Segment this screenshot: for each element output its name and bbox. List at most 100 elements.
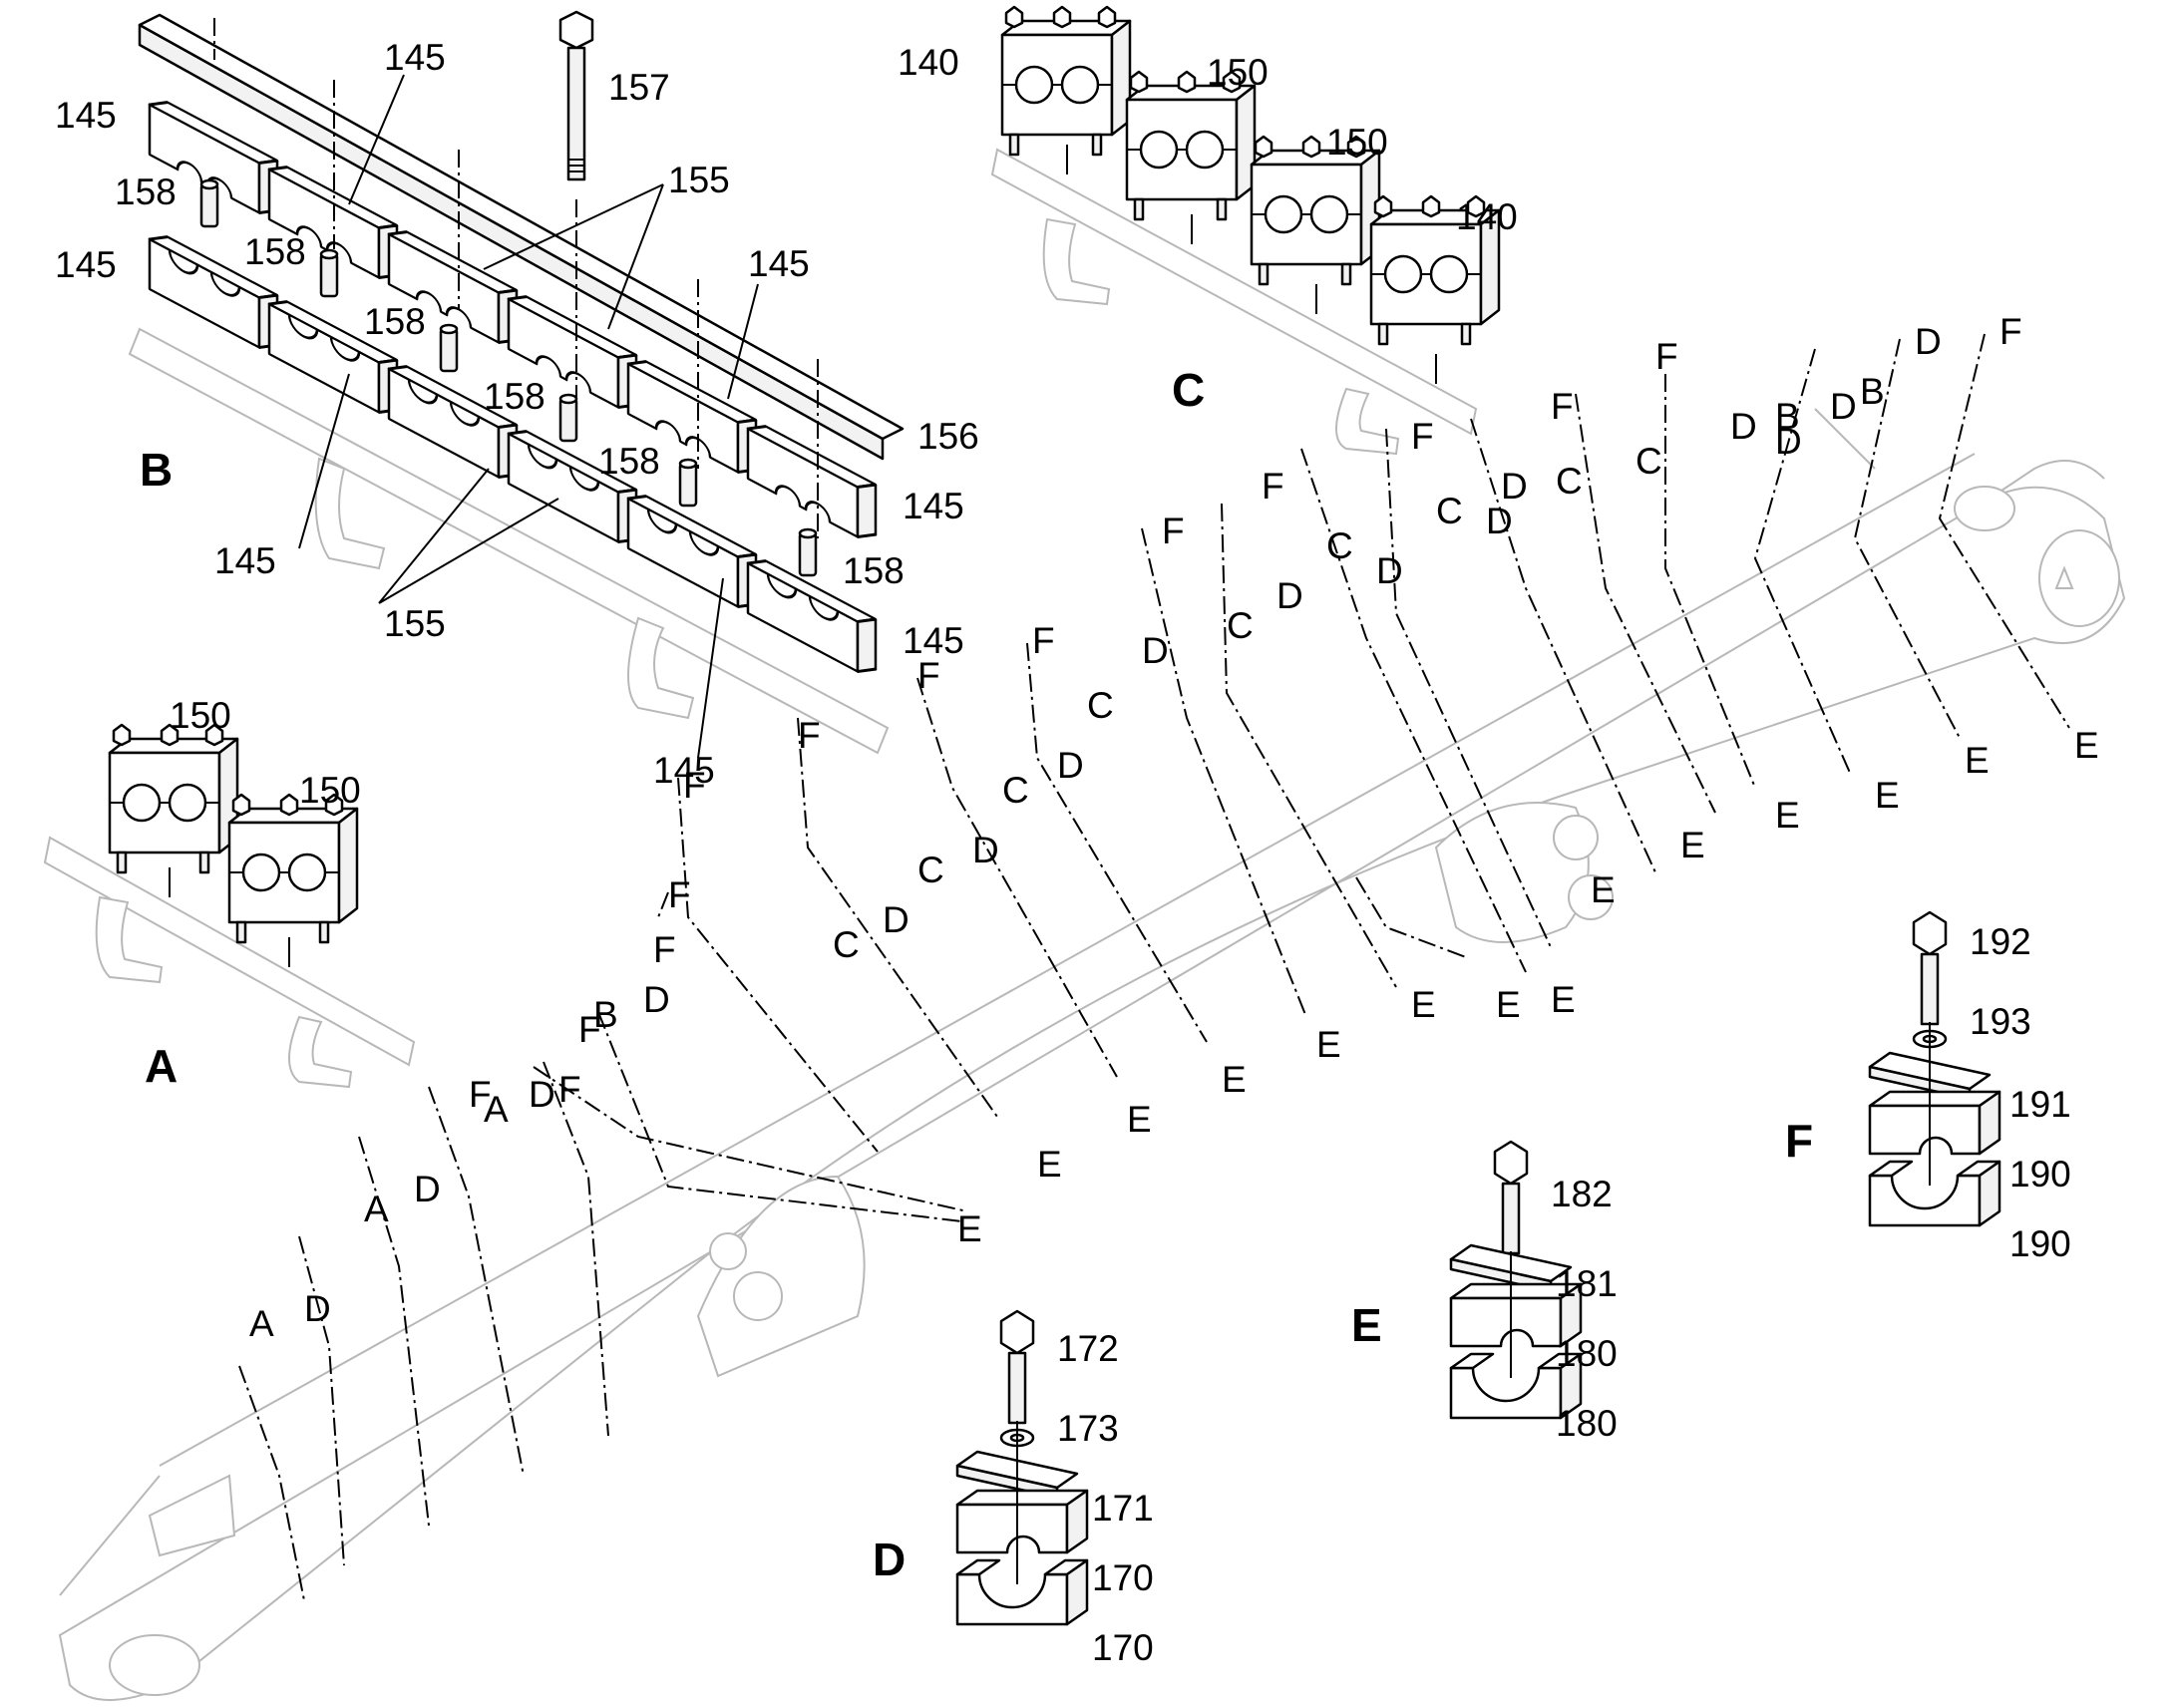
label-145: 145 [903,620,964,661]
label-158: 158 [364,301,426,342]
position-letter: D [1830,386,1857,427]
label-145: 145 [214,540,276,581]
position-letter: C [833,924,860,965]
position-letter: F [1411,416,1434,457]
position-letter: E [1775,795,1800,836]
position-letter: E [957,1208,982,1249]
bolt-icon [1912,910,1948,1026]
position-letter: D [1057,745,1084,786]
group-f-stack [1868,910,2001,1227]
pin-158-icon [558,393,578,443]
group-label-e: E [1351,1299,1382,1351]
stud-icon [1340,262,1352,286]
position-letter: F [1655,336,1678,377]
stud-icon [318,920,330,944]
group-a-assembly [43,723,416,1089]
position-letter: B [1860,371,1885,412]
bolt-head-icon [1301,135,1321,159]
label-192: 192 [1970,921,2031,962]
clamp-housing-icon [1250,135,1381,286]
group-b-assembly [128,10,905,755]
group-label-a: A [145,1040,178,1092]
clamp-housing-icon [1369,194,1501,346]
stud-icon [235,920,247,944]
group-a-labels: 150 150 [170,695,361,811]
stud-icon [198,851,210,874]
bolt-head-icon [1421,194,1441,218]
stud-icon [1133,197,1145,221]
position-letter: D [883,899,909,940]
position-letter: B [1775,396,1800,437]
label-158: 158 [484,376,545,417]
pin-158-icon [678,458,698,508]
stud-icon [1216,197,1228,221]
bolt-head-icon [1373,194,1393,218]
label-182: 182 [1551,1174,1613,1214]
position-letter: D [529,1074,555,1115]
position-letter: C [1326,525,1353,566]
position-letter: D [414,1169,441,1209]
group-label-d: D [873,1534,906,1585]
clamp-half-icon [1868,1160,2001,1227]
clamp-block-icon [746,559,878,673]
position-letter: E [1551,979,1576,1020]
stud-icon [1460,322,1472,346]
position-letter: E [1316,1024,1341,1065]
lower-clamp-row [148,235,878,673]
stud-icon [1377,322,1389,346]
group-d-labels: 172 173 171 170 170 [1057,1328,1154,1668]
label-180: 180 [1556,1403,1618,1444]
pin-158-icon [199,178,219,228]
stud-icon [1091,133,1103,157]
clamp-block-icon [746,425,878,538]
position-letter: D [643,979,670,1020]
pin-158-icon [439,323,459,373]
boom-arm [58,408,2126,1701]
label-158: 158 [244,231,306,272]
position-letter: E [1875,775,1900,816]
position-letter: A [484,1089,509,1130]
bolt-icon [1493,1140,1529,1255]
label-158: 158 [598,441,660,482]
position-letter: D [972,830,999,870]
position-letter: E [1680,825,1705,865]
stud-icon [1258,262,1270,286]
label-150: 150 [170,695,231,736]
position-letter: F [798,715,821,756]
position-letter: F [1032,620,1055,661]
clamp-housing-icon [108,723,239,874]
position-letter: D [1730,406,1757,447]
label-145: 145 [384,37,446,78]
label-171: 171 [1092,1488,1154,1529]
position-letter: C [1002,770,1029,811]
position-letter: C [1087,685,1114,726]
bolt-icon [999,1309,1035,1425]
position-letter: F [668,874,691,915]
upper-clamp-row [148,101,878,538]
label-145: 145 [903,486,964,526]
group-c-labels: 140 150 150 140 [898,42,1518,237]
position-letter: F [653,929,676,970]
label-150: 150 [299,770,361,811]
label-150: 150 [1326,122,1388,163]
clamp-half-icon [1449,1282,1583,1348]
bolt-head-icon [1129,70,1149,94]
position-letter: A [364,1189,389,1229]
position-letter: F [558,1069,581,1110]
position-letter: E [1411,984,1436,1025]
position-letter: B [593,994,618,1035]
group-f-labels: 192 193 191 190 190 [1970,921,2071,1264]
label-157: 157 [608,67,670,108]
position-letter: E [1037,1144,1062,1185]
label-145: 145 [653,750,715,791]
position-letter: F [469,1074,492,1115]
clamp-housing-icon [1125,70,1257,221]
label-155: 155 [384,603,446,644]
label-150: 150 [1207,52,1269,93]
position-letter: F [683,765,706,806]
position-letter: E [1127,1099,1152,1140]
clamp-half-icon [955,1558,1089,1626]
label-181: 181 [1556,1263,1618,1304]
